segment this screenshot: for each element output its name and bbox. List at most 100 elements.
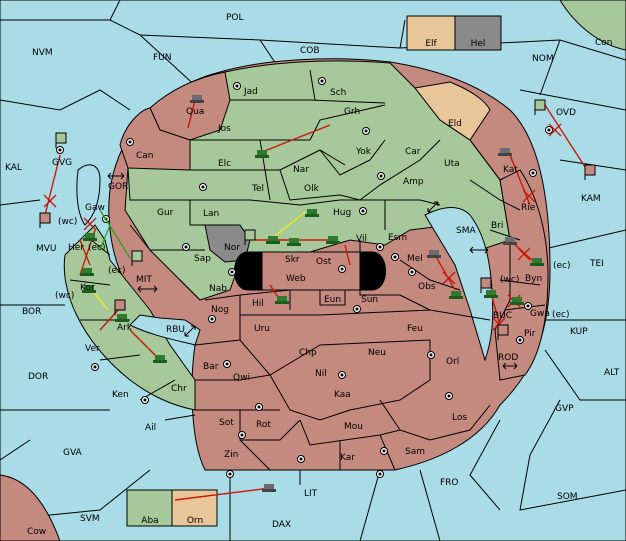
- label-lan: Lan: [203, 209, 219, 219]
- army-unit-icon: [484, 290, 498, 298]
- label-nil: Nil: [315, 369, 327, 379]
- supply-center-dot: [359, 207, 367, 215]
- label-fro: FRO: [440, 478, 459, 488]
- army-unit-icon: [305, 209, 319, 217]
- label-uta: Uta: [444, 159, 460, 169]
- supply-center-dot: [223, 360, 231, 368]
- label-nog: Nog: [211, 305, 229, 315]
- label-gaw: Gaw: [85, 203, 105, 213]
- label-nab: Nab: [209, 284, 227, 294]
- label-kam: KAM: [581, 194, 601, 204]
- label-uru: Uru: [254, 324, 270, 334]
- label-byn-ec: (ec): [553, 261, 571, 271]
- label-feu: Feu: [407, 324, 423, 334]
- supply-center-dot: [353, 305, 361, 313]
- legend-top: Elf Hel: [406, 15, 502, 51]
- label-web: Web: [286, 274, 306, 284]
- failed-order-marker: [522, 189, 536, 203]
- flag-marker-icon: [584, 164, 596, 180]
- support-line: [269, 211, 306, 241]
- label-mel: Mel: [407, 254, 423, 264]
- supply-center-dot: [545, 126, 553, 134]
- label-ken: Ken: [112, 390, 129, 400]
- label-can: Can: [136, 151, 154, 161]
- green-power-west: [63, 224, 196, 411]
- supply-center-dot: [445, 392, 453, 400]
- label-eld: Eld: [448, 119, 462, 129]
- label-bar: Bar: [203, 362, 219, 372]
- label-nar: Nar: [293, 165, 309, 175]
- label-gwa-ec: (ec): [552, 310, 570, 320]
- supply-center-dot: [318, 77, 326, 85]
- label-her: Her: [68, 243, 84, 253]
- army-unit-icon: [287, 238, 301, 246]
- supply-center-dot: [376, 243, 384, 251]
- label-bor: BOR: [22, 307, 41, 317]
- move-arrow: [129, 329, 159, 359]
- move-arrow: [79, 239, 91, 266]
- army-unit-icon: [80, 268, 94, 276]
- label-chr: Chr: [171, 384, 187, 394]
- supply-center-dot: [297, 455, 305, 463]
- red-power-qua: [149, 71, 231, 141]
- legend-bottom: Aba Orn: [126, 489, 218, 527]
- label-rod: ROD: [498, 353, 518, 363]
- supply-center-dot: [141, 396, 149, 404]
- supply-center-dot: [529, 169, 537, 177]
- label-tel: Tel: [251, 184, 264, 194]
- label-mou: Mou: [344, 422, 363, 432]
- double-arrow-icon: [502, 362, 518, 370]
- army-unit-icon: [255, 150, 269, 158]
- label-sam: Sam: [405, 447, 425, 457]
- province-labels: POL Con NVM FUN COB NOM KAL OVD KAM TEI …: [5, 13, 620, 537]
- move-arrow: [544, 104, 588, 171]
- failed-order-marker: [43, 194, 57, 208]
- flag-marker-icon: [39, 212, 51, 228]
- supply-center-dot: [338, 371, 346, 379]
- legend-label-hel: Hel: [471, 39, 486, 49]
- move-arrow: [434, 254, 456, 291]
- supply-center-dot: [238, 431, 246, 439]
- label-alt: ALT: [604, 368, 620, 378]
- label-pol: POL: [226, 13, 244, 23]
- label-kor-ec: (ec): [108, 266, 126, 276]
- army-unit-icon: [266, 236, 280, 244]
- label-skr: Skr: [285, 255, 300, 265]
- army-unit-icon: [510, 297, 524, 305]
- label-byn-wc: (wc): [500, 275, 519, 285]
- label-dax: DAX: [272, 520, 291, 530]
- supply-center-dot: [233, 82, 241, 90]
- label-esm: Esm: [388, 233, 407, 243]
- flag-marker-icon: [480, 277, 492, 293]
- legend-label-orn: Orn: [187, 516, 203, 526]
- supply-center-dot: [228, 268, 236, 276]
- supply-center-dot: [362, 127, 370, 135]
- legend-label-aba: Aba: [141, 516, 158, 526]
- fleet-unit-icon: [427, 250, 441, 258]
- convoy-line: [99, 209, 131, 259]
- label-gwa: Gwa: [530, 309, 550, 319]
- label-elc: Elc: [218, 159, 231, 169]
- label-rbu: RBU: [166, 325, 185, 335]
- supply-center-dot: [56, 146, 64, 154]
- label-nvm: NVM: [32, 48, 53, 58]
- move-arrow: [44, 154, 61, 216]
- label-ovd: OVD: [556, 108, 576, 118]
- label-kat: Kat: [503, 165, 518, 175]
- label-qua: Qua: [186, 107, 204, 117]
- move-arrow: [507, 149, 531, 206]
- double-arrow-icon: [107, 172, 125, 180]
- fleet-unit-icon: [498, 148, 512, 156]
- label-sch: Sch: [330, 88, 346, 98]
- label-rie: Rie: [521, 203, 536, 213]
- label-som: SOM: [557, 492, 578, 502]
- supply-center-dot: [182, 243, 190, 251]
- supply-center-dot: [427, 351, 435, 359]
- label-yok: Yok: [355, 147, 372, 157]
- supply-center-dot: [516, 336, 524, 344]
- supply-center-dot: [208, 315, 216, 323]
- failed-order-marker: [548, 123, 562, 137]
- label-kar: Kar: [340, 453, 355, 463]
- label-pir: Pir: [524, 329, 536, 339]
